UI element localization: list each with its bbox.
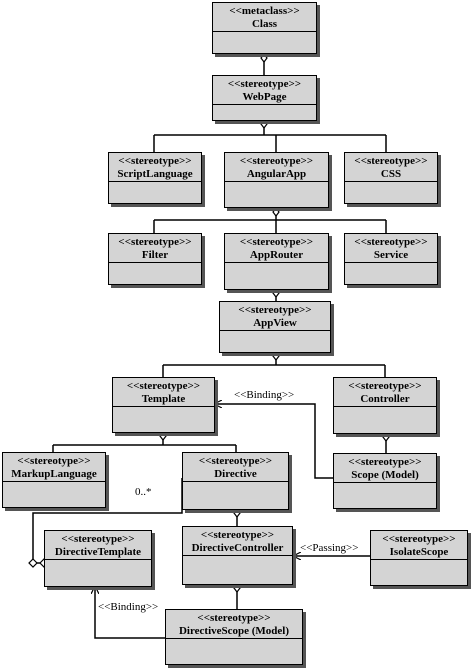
stereotype-label: <<stereotype>> (227, 78, 302, 90)
aggregation-diamond (260, 119, 268, 129)
stereotype-label: <<stereotype>> (118, 155, 192, 167)
stereotype-label: <<stereotype>> (118, 236, 192, 248)
class-name: Class (251, 18, 278, 30)
binding-label: <<Binding>> (98, 601, 159, 613)
class-box-approuter: <<stereotype>>AppRouter (224, 233, 329, 290)
class-box-directivescope-model: <<stereotype>>DirectiveScope (Model) (165, 609, 303, 665)
class-box-service: <<stereotype>>Service (344, 233, 438, 285)
class-box-filter: <<stereotype>>Filter (108, 233, 202, 285)
aggregation-diamond (382, 433, 390, 442)
aggregation-diamond (233, 509, 241, 518)
stereotype-label: <<stereotype>> (354, 155, 428, 167)
class-name: Service (373, 249, 409, 261)
class-box-appview: <<stereotype>>AppView (219, 301, 331, 353)
class-name: ScriptLanguage (117, 168, 193, 180)
stereotype-label: <<stereotype>> (239, 236, 314, 248)
aggregation-diamond (260, 53, 268, 63)
stereotype-label: <<stereotype>> (126, 380, 201, 392)
class-box-template: <<stereotype>>Template (112, 377, 215, 433)
class-box-markuplanguage: <<stereotype>>MarkupLanguage (2, 452, 106, 508)
class-box-angularapp: <<stereotype>>AngularApp (224, 152, 329, 208)
aggregation-diamond (272, 352, 280, 361)
stereotype-label: <<stereotype>> (239, 155, 314, 167)
class-name: DirectiveTemplate (54, 546, 142, 558)
multiplicity-label: 0..* (135, 486, 152, 498)
class-name: Template (141, 393, 186, 405)
aggregation-diamond (159, 432, 167, 441)
stereotype-label: <<stereotype>> (200, 529, 275, 541)
binding-label: <<Binding>> (234, 389, 295, 401)
stereotype-label: <<stereotype>> (354, 236, 428, 248)
class-name: IsolateScope (389, 546, 449, 558)
stereotype-label: <<stereotype>> (197, 612, 271, 624)
class-name: Scope (Model) (351, 469, 419, 481)
stereotype-label: <<stereotype>> (61, 533, 135, 545)
class-box-scriptlanguage: <<stereotype>>ScriptLanguage (108, 152, 202, 204)
class-name: CSS (380, 168, 402, 180)
class-name: DirectiveScope (Model) (178, 625, 290, 637)
aggregation-diamond (272, 207, 280, 217)
class-box-directivecontroller: <<stereotype>>DirectiveController (182, 526, 293, 585)
class-box-isolatescope: <<stereotype>>IsolateScope (370, 530, 468, 586)
class-box-scope-model: <<stereotype>>Scope (Model) (333, 453, 437, 509)
class-name: Controller (360, 393, 410, 405)
stereotype-label: <<stereotype>> (348, 380, 422, 392)
class-box-webpage: <<stereotype>>WebPage (212, 75, 317, 121)
stereotype-label: <<stereotype>> (348, 456, 422, 468)
stereotype-label: <<stereotype>> (238, 304, 312, 316)
stereotype-label: <<stereotype>> (382, 533, 456, 545)
class-name: AppRouter (249, 249, 304, 261)
class-name: AngularApp (246, 168, 307, 180)
class-box-css: <<stereotype>>CSS (344, 152, 438, 204)
stereotype-label: <<stereotype>> (198, 455, 273, 467)
class-box-class: <<metaclass>>Class (212, 2, 317, 54)
stereotype-label: <<stereotype>> (17, 455, 91, 467)
class-box-controller: <<stereotype>>Controller (333, 377, 437, 434)
class-name: DirectiveController (191, 542, 284, 554)
class-name: Directive (214, 468, 257, 480)
aggregation-diamond (233, 584, 241, 593)
class-name: MarkupLanguage (11, 468, 97, 480)
passing-label: <<Passing>> (300, 542, 359, 554)
class-box-directive: <<stereotype>>Directive (182, 452, 289, 510)
aggregation-diamond (272, 289, 280, 298)
class-name: WebPage (242, 91, 287, 103)
class-name: Filter (141, 249, 169, 261)
stereotype-label: <<metaclass>> (229, 5, 300, 17)
class-box-directivetemplate: <<stereotype>>DirectiveTemplate (44, 530, 152, 587)
class-name: AppView (253, 317, 297, 329)
aggregation-diamond (28, 558, 38, 568)
